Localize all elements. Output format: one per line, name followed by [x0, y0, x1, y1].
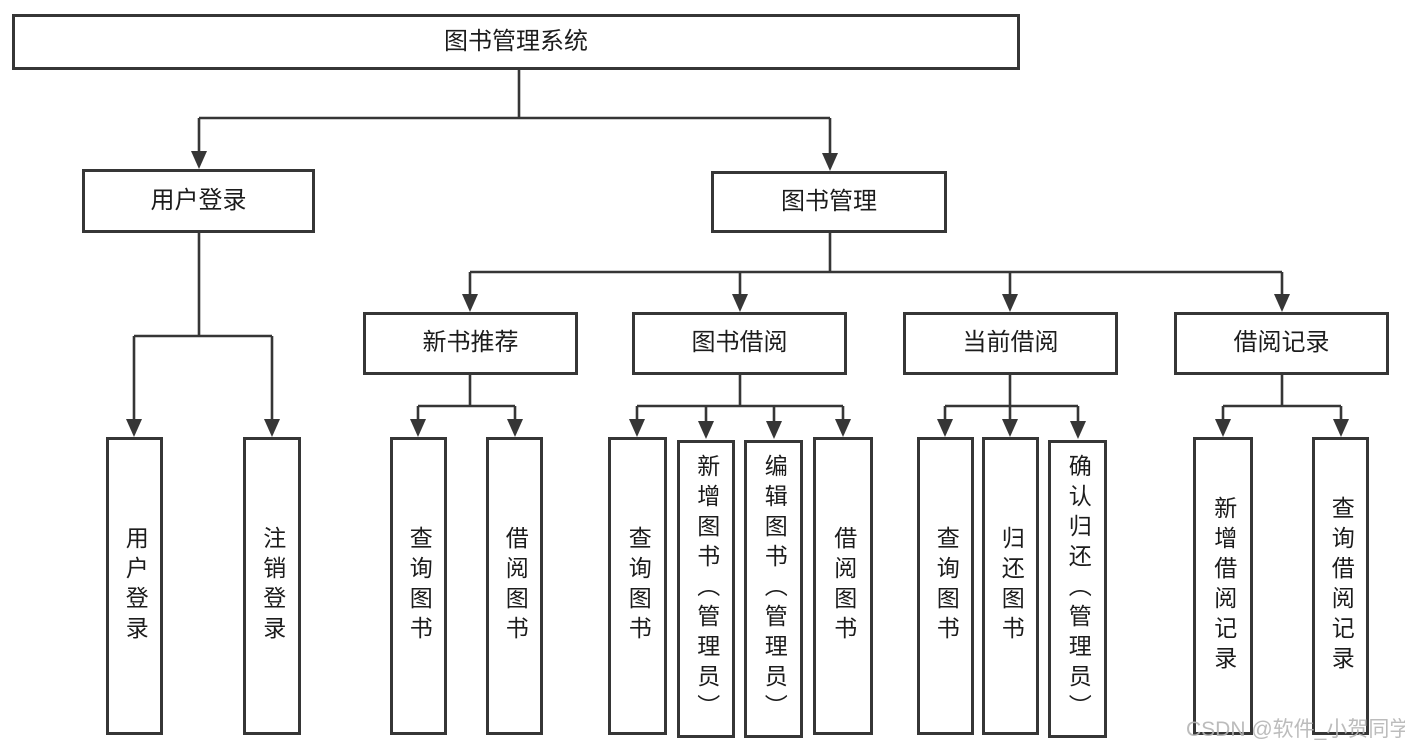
leaf-logout: 注销登录 [243, 437, 301, 735]
node-label: 新增借阅记录 [1210, 496, 1237, 676]
leaf-query-borrow-record: 查询借阅记录 [1312, 437, 1369, 735]
leaf-query-books: 查询图书 [608, 437, 667, 735]
leaf-confirm-return-admin: 确认归还（管理员） [1048, 440, 1107, 738]
node-label: 新增图书（管理员） [693, 454, 720, 724]
node-label: 编辑图书（管理员） [761, 454, 788, 724]
leaf-edit-books-admin: 编辑图书（管理员） [744, 440, 803, 738]
node-label: 用户登录 [122, 526, 149, 646]
node-label: 当前借阅 [962, 329, 1059, 357]
node-label: 借阅图书 [502, 526, 529, 646]
leaf-query-books: 查询图书 [917, 437, 974, 735]
node-user-login: 用户登录 [82, 169, 315, 233]
node-label: 借阅记录 [1233, 329, 1330, 357]
leaf-add-books-admin: 新增图书（管理员） [677, 440, 735, 738]
node-label: 归还图书 [998, 526, 1025, 646]
node-current-borrow: 当前借阅 [903, 312, 1118, 375]
node-new-book-recommend: 新书推荐 [363, 312, 578, 375]
node-label: 图书管理系统 [444, 27, 588, 55]
node-label: 借阅图书 [830, 526, 857, 646]
node-label: 查询借阅记录 [1328, 496, 1355, 676]
leaf-return-books: 归还图书 [982, 437, 1039, 735]
csdn-watermark: CSDN @软件_小贺同学 [1186, 718, 1405, 741]
node-label: 用户登录 [150, 186, 247, 214]
node-label: 新书推荐 [422, 329, 519, 357]
node-label: 图书借阅 [691, 329, 788, 357]
node-label: 图书管理 [781, 187, 877, 215]
node-root-system: 图书管理系统 [12, 14, 1020, 70]
node-label: 确认归还（管理员） [1065, 454, 1092, 724]
node-book-management: 图书管理 [711, 171, 947, 233]
leaf-user-login: 用户登录 [106, 437, 163, 735]
node-label: 查询图书 [625, 526, 652, 646]
node-book-borrow: 图书借阅 [632, 312, 847, 375]
node-borrow-records: 借阅记录 [1174, 312, 1389, 375]
leaf-borrow-books: 借阅图书 [486, 437, 543, 735]
node-label: 查询图书 [406, 526, 433, 646]
leaf-add-borrow-record: 新增借阅记录 [1193, 437, 1253, 735]
leaf-query-books: 查询图书 [390, 437, 447, 735]
node-label: 查询图书 [933, 526, 960, 646]
node-label: 注销登录 [259, 526, 286, 646]
leaf-borrow-books: 借阅图书 [813, 437, 873, 735]
